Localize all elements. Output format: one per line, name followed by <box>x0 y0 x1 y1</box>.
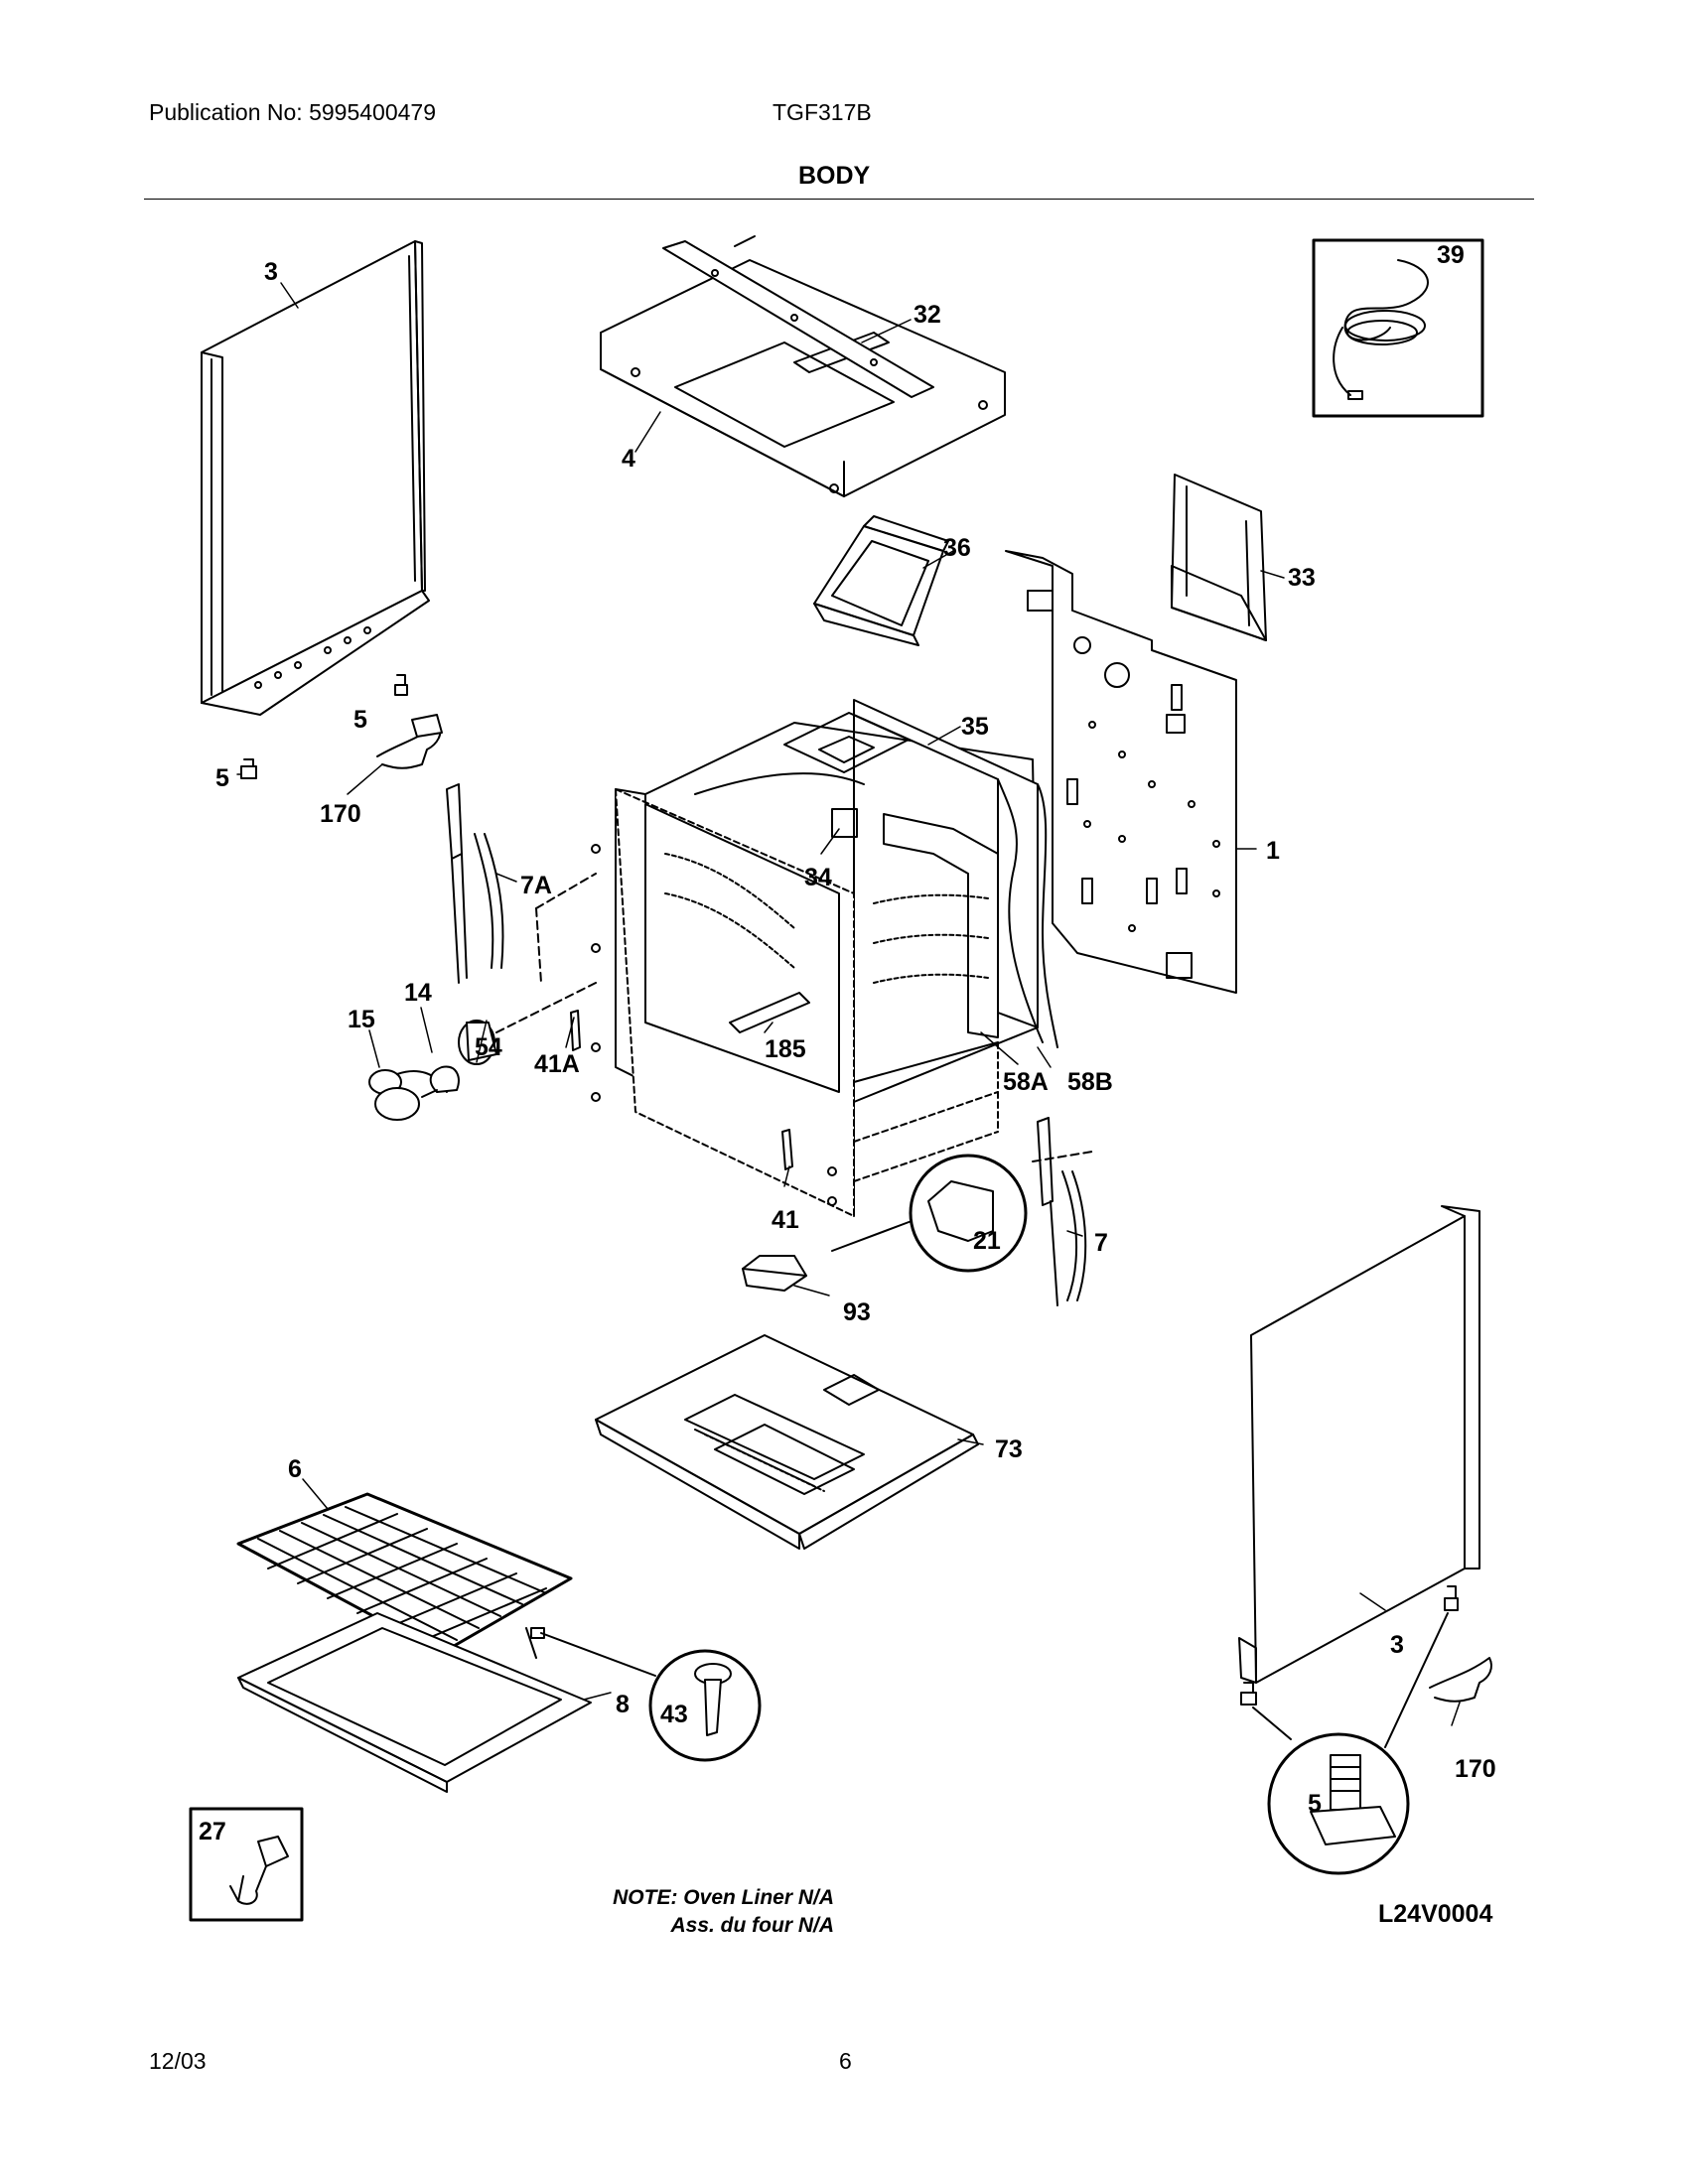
foot-93 <box>742 1255 807 1292</box>
oven-liner-note: NOTE: Oven Liner N/A Ass. du four N/A <box>576 1886 834 1938</box>
part-label: 73 <box>995 1435 1023 1463</box>
part-label: 36 <box>943 534 971 562</box>
leader-lines <box>236 282 1461 1726</box>
part-label: 170 <box>320 800 361 828</box>
part-label: 3 <box>1390 1631 1404 1659</box>
top-panel <box>600 259 1006 497</box>
oven-body <box>591 699 1039 1217</box>
detail-circle-5 <box>1252 1612 1449 1875</box>
back-panel <box>1005 550 1237 994</box>
footer-page-number: 6 <box>839 2048 852 2074</box>
part-label: 1 <box>1266 837 1280 865</box>
header-divider <box>144 199 1534 200</box>
hinge-right <box>1032 1117 1093 1306</box>
top-rail <box>662 235 934 398</box>
part-label: 58A <box>1003 1068 1049 1096</box>
section-title: BODY <box>798 162 871 190</box>
clip-41a <box>570 1010 581 1051</box>
rear-bracket <box>1171 474 1267 641</box>
part-label: 185 <box>765 1035 806 1063</box>
diagram-code: L24V0004 <box>1378 1900 1493 1928</box>
part-label: 170 <box>1455 1755 1496 1783</box>
part-label: 43 <box>660 1701 688 1728</box>
part-label: 32 <box>914 301 941 329</box>
hinge-left <box>446 783 504 984</box>
leveling-brackets-right <box>1240 1585 1492 1706</box>
part-label: 27 <box>199 1818 226 1845</box>
part-label: 6 <box>288 1455 302 1483</box>
part-label: 41 <box>772 1206 799 1234</box>
bottom-tray <box>595 1334 979 1550</box>
part-label: 54 <box>475 1033 502 1061</box>
part-label: 7 <box>1094 1229 1108 1257</box>
part-label: 34 <box>804 864 832 891</box>
left-side-panel <box>201 240 430 716</box>
part-label: 4 <box>622 445 635 473</box>
broiler-pan <box>237 1612 592 1793</box>
part-label: 93 <box>843 1298 871 1326</box>
part-label: 8 <box>616 1691 630 1718</box>
part-label: 58B <box>1067 1068 1113 1096</box>
part-label: 14 <box>404 979 432 1007</box>
footer-date: 12/03 <box>149 2048 207 2074</box>
inset-27 <box>189 1807 304 1922</box>
clip-41 <box>781 1129 793 1170</box>
oven-lamp <box>368 873 597 1121</box>
part-label: 5 <box>353 706 367 734</box>
part-label: 7A <box>520 872 552 899</box>
model-number: TGF317B <box>773 99 872 125</box>
part-label: 15 <box>348 1006 375 1033</box>
detail-circle-43 <box>540 1632 762 1762</box>
part-label: 33 <box>1288 564 1316 592</box>
part-label: 5 <box>215 764 229 792</box>
insulation-wrap <box>997 778 1058 1048</box>
part-label: 21 <box>973 1227 1001 1255</box>
vent-box <box>813 515 949 646</box>
note-line-1: NOTE: Oven Liner N/A <box>613 1886 834 1909</box>
detail-circle-21 <box>831 1154 1028 1273</box>
power-cord-inset <box>1312 238 1484 418</box>
publication-number: Publication No: 5995400479 <box>149 99 437 125</box>
part-label: 5 <box>1308 1790 1322 1818</box>
right-side-panel <box>1238 1205 1480 1684</box>
part-label: 3 <box>264 258 278 286</box>
part-label: 41A <box>534 1050 580 1078</box>
part-label: 39 <box>1437 241 1465 269</box>
part-label: 35 <box>961 713 989 741</box>
note-line-2: Ass. du four N/A <box>670 1914 834 1937</box>
leveling-brackets-left <box>240 674 443 779</box>
oven-rack <box>236 1492 573 1655</box>
